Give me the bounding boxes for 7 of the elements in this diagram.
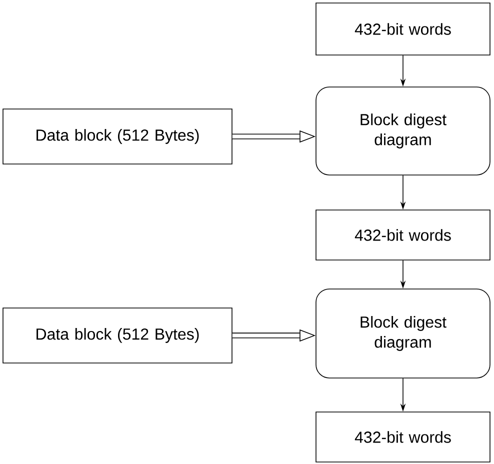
box: Data block (512 Bytes) — [2, 108, 232, 164]
box: 432-bit words — [316, 2, 490, 56]
box: Data block (512 Bytes) — [2, 308, 232, 364]
process-box: Block digest diagram — [316, 288, 490, 378]
box: 432-bit words — [316, 210, 490, 260]
box: 432-bit words — [316, 412, 490, 462]
process-box: Block digest diagram — [316, 86, 490, 176]
